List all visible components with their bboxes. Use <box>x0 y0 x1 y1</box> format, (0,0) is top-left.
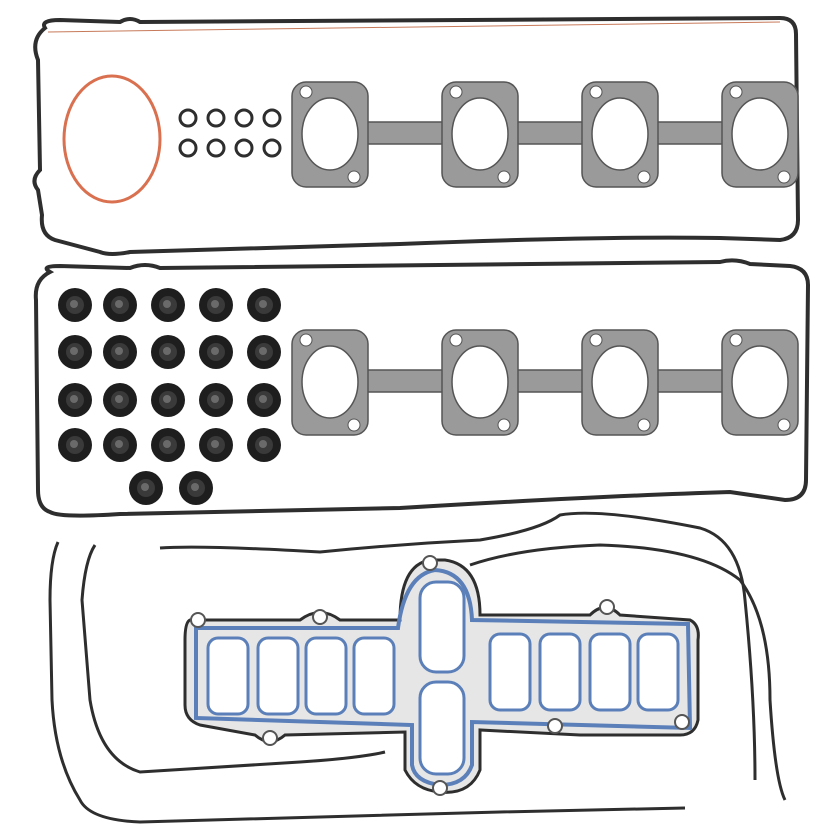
bolt-hole <box>729 85 743 99</box>
exhaust-port-hole <box>451 97 509 171</box>
bolt-hole <box>262 730 278 746</box>
small-oring <box>178 108 198 128</box>
intake-port <box>352 636 396 716</box>
exhaust-port-hole <box>451 345 509 419</box>
bolt-hole <box>497 170 511 184</box>
valve-cover-gasket-bottom <box>33 258 811 518</box>
valve-stem-seal <box>103 288 137 322</box>
bolt-hole <box>299 85 313 99</box>
bolt-hole <box>547 718 563 734</box>
small-oring <box>262 108 282 128</box>
timing-cover-gasket-right <box>469 543 787 801</box>
bolt-hole <box>190 612 206 628</box>
exhaust-port-hole <box>731 345 789 419</box>
intake-port <box>256 636 300 716</box>
valve-stem-seal <box>247 335 281 369</box>
small-oring <box>178 138 198 158</box>
bolt-hole <box>299 333 313 347</box>
small-oring <box>206 108 226 128</box>
intake-port <box>206 636 250 716</box>
bolt-hole <box>777 418 791 432</box>
bolt-hole <box>637 418 651 432</box>
valve-stem-seal <box>247 428 281 462</box>
valve-stem-seal <box>58 428 92 462</box>
timing-cover-gasket-left-inner <box>80 544 386 774</box>
valve-stem-seal <box>247 383 281 417</box>
valve-stem-seal <box>151 428 185 462</box>
bolt-hole <box>497 418 511 432</box>
valve-stem-seal <box>103 428 137 462</box>
exhaust-port-hole <box>301 97 359 171</box>
valve-stem-seal <box>199 335 233 369</box>
valve-stem-seal <box>199 383 233 417</box>
bolt-hole <box>729 333 743 347</box>
bolt-hole <box>432 780 448 796</box>
bolt-hole <box>589 85 603 99</box>
exhaust-port-hole <box>301 345 359 419</box>
throttle-opening <box>418 680 466 776</box>
bolt-hole <box>777 170 791 184</box>
exhaust-port-hole <box>591 345 649 419</box>
valve-stem-seal <box>151 383 185 417</box>
bolt-hole <box>347 170 361 184</box>
valve-stem-seal <box>58 288 92 322</box>
exhaust-port-hole <box>591 97 649 171</box>
bolt-hole <box>347 418 361 432</box>
exhaust-manifold-gasket-top <box>291 81 799 188</box>
copper-oring <box>62 74 162 204</box>
valve-stem-seal <box>199 428 233 462</box>
bolt-hole <box>674 714 690 730</box>
valve-cover-gasket-top <box>32 15 801 256</box>
valve-stem-seal <box>58 335 92 369</box>
valve-stem-seal <box>103 335 137 369</box>
small-oring <box>262 138 282 158</box>
valve-stem-seal <box>129 471 163 505</box>
valve-stem-seal <box>151 335 185 369</box>
timing-cover-gasket-left <box>48 541 686 824</box>
bolt-hole <box>589 333 603 347</box>
intake-port <box>488 632 532 712</box>
intake-port <box>588 632 632 712</box>
exhaust-manifold-gasket-bottom <box>291 329 799 436</box>
throttle-opening <box>418 580 466 674</box>
small-oring <box>206 138 226 158</box>
bolt-hole <box>422 555 438 571</box>
intake-port <box>304 636 348 716</box>
small-oring <box>234 108 254 128</box>
bolt-hole <box>449 333 463 347</box>
valve-stem-seal <box>103 383 137 417</box>
bolt-hole <box>312 609 328 625</box>
bolt-hole <box>449 85 463 99</box>
intake-port <box>636 632 680 712</box>
valve-stem-seal <box>247 288 281 322</box>
exhaust-port-hole <box>731 97 789 171</box>
timing-cover-gasket-top <box>159 511 757 781</box>
gasket-edge-highlight <box>47 21 781 33</box>
valve-stem-seal <box>151 288 185 322</box>
valve-stem-seal <box>58 383 92 417</box>
valve-stem-seal <box>199 288 233 322</box>
intake-manifold-gasket <box>183 555 700 796</box>
intake-port <box>538 632 582 712</box>
bolt-hole <box>599 599 615 615</box>
small-oring <box>234 138 254 158</box>
bolt-hole <box>637 170 651 184</box>
valve-stem-seal <box>179 471 213 505</box>
